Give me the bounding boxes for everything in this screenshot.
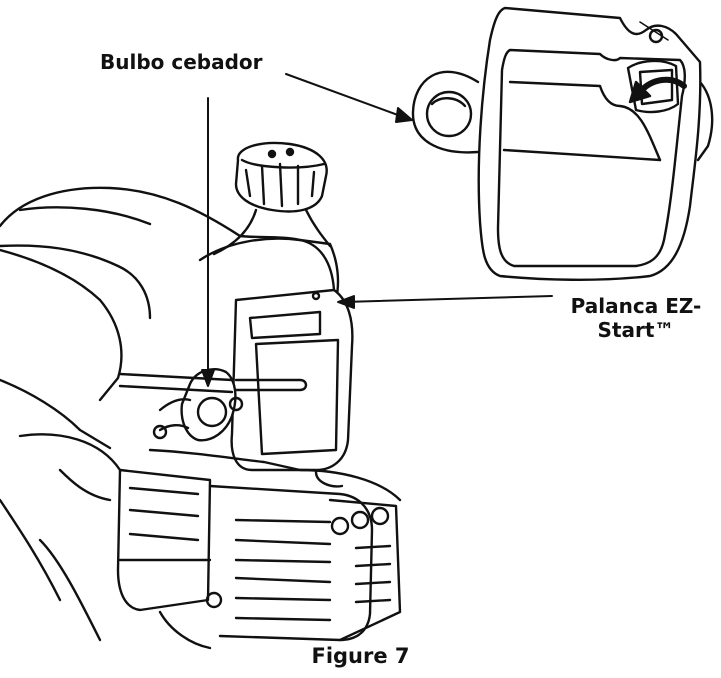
primer-bulb-label: Bulbo cebador	[100, 50, 263, 74]
leader-primer-to-inset	[286, 74, 406, 118]
ez-start-line1: Palanca EZ-	[570, 294, 702, 318]
leader-ez-start	[344, 296, 552, 302]
callout-leaders	[202, 74, 552, 386]
trimmer-engine	[0, 143, 400, 648]
inset-lever-detail	[413, 8, 712, 280]
figure-caption: Figure 7	[311, 644, 410, 668]
ez-start-lever-label: Palanca EZ- Start™	[560, 294, 712, 342]
ez-start-line2: Start™	[597, 318, 675, 342]
inset-cover-body	[479, 8, 701, 280]
